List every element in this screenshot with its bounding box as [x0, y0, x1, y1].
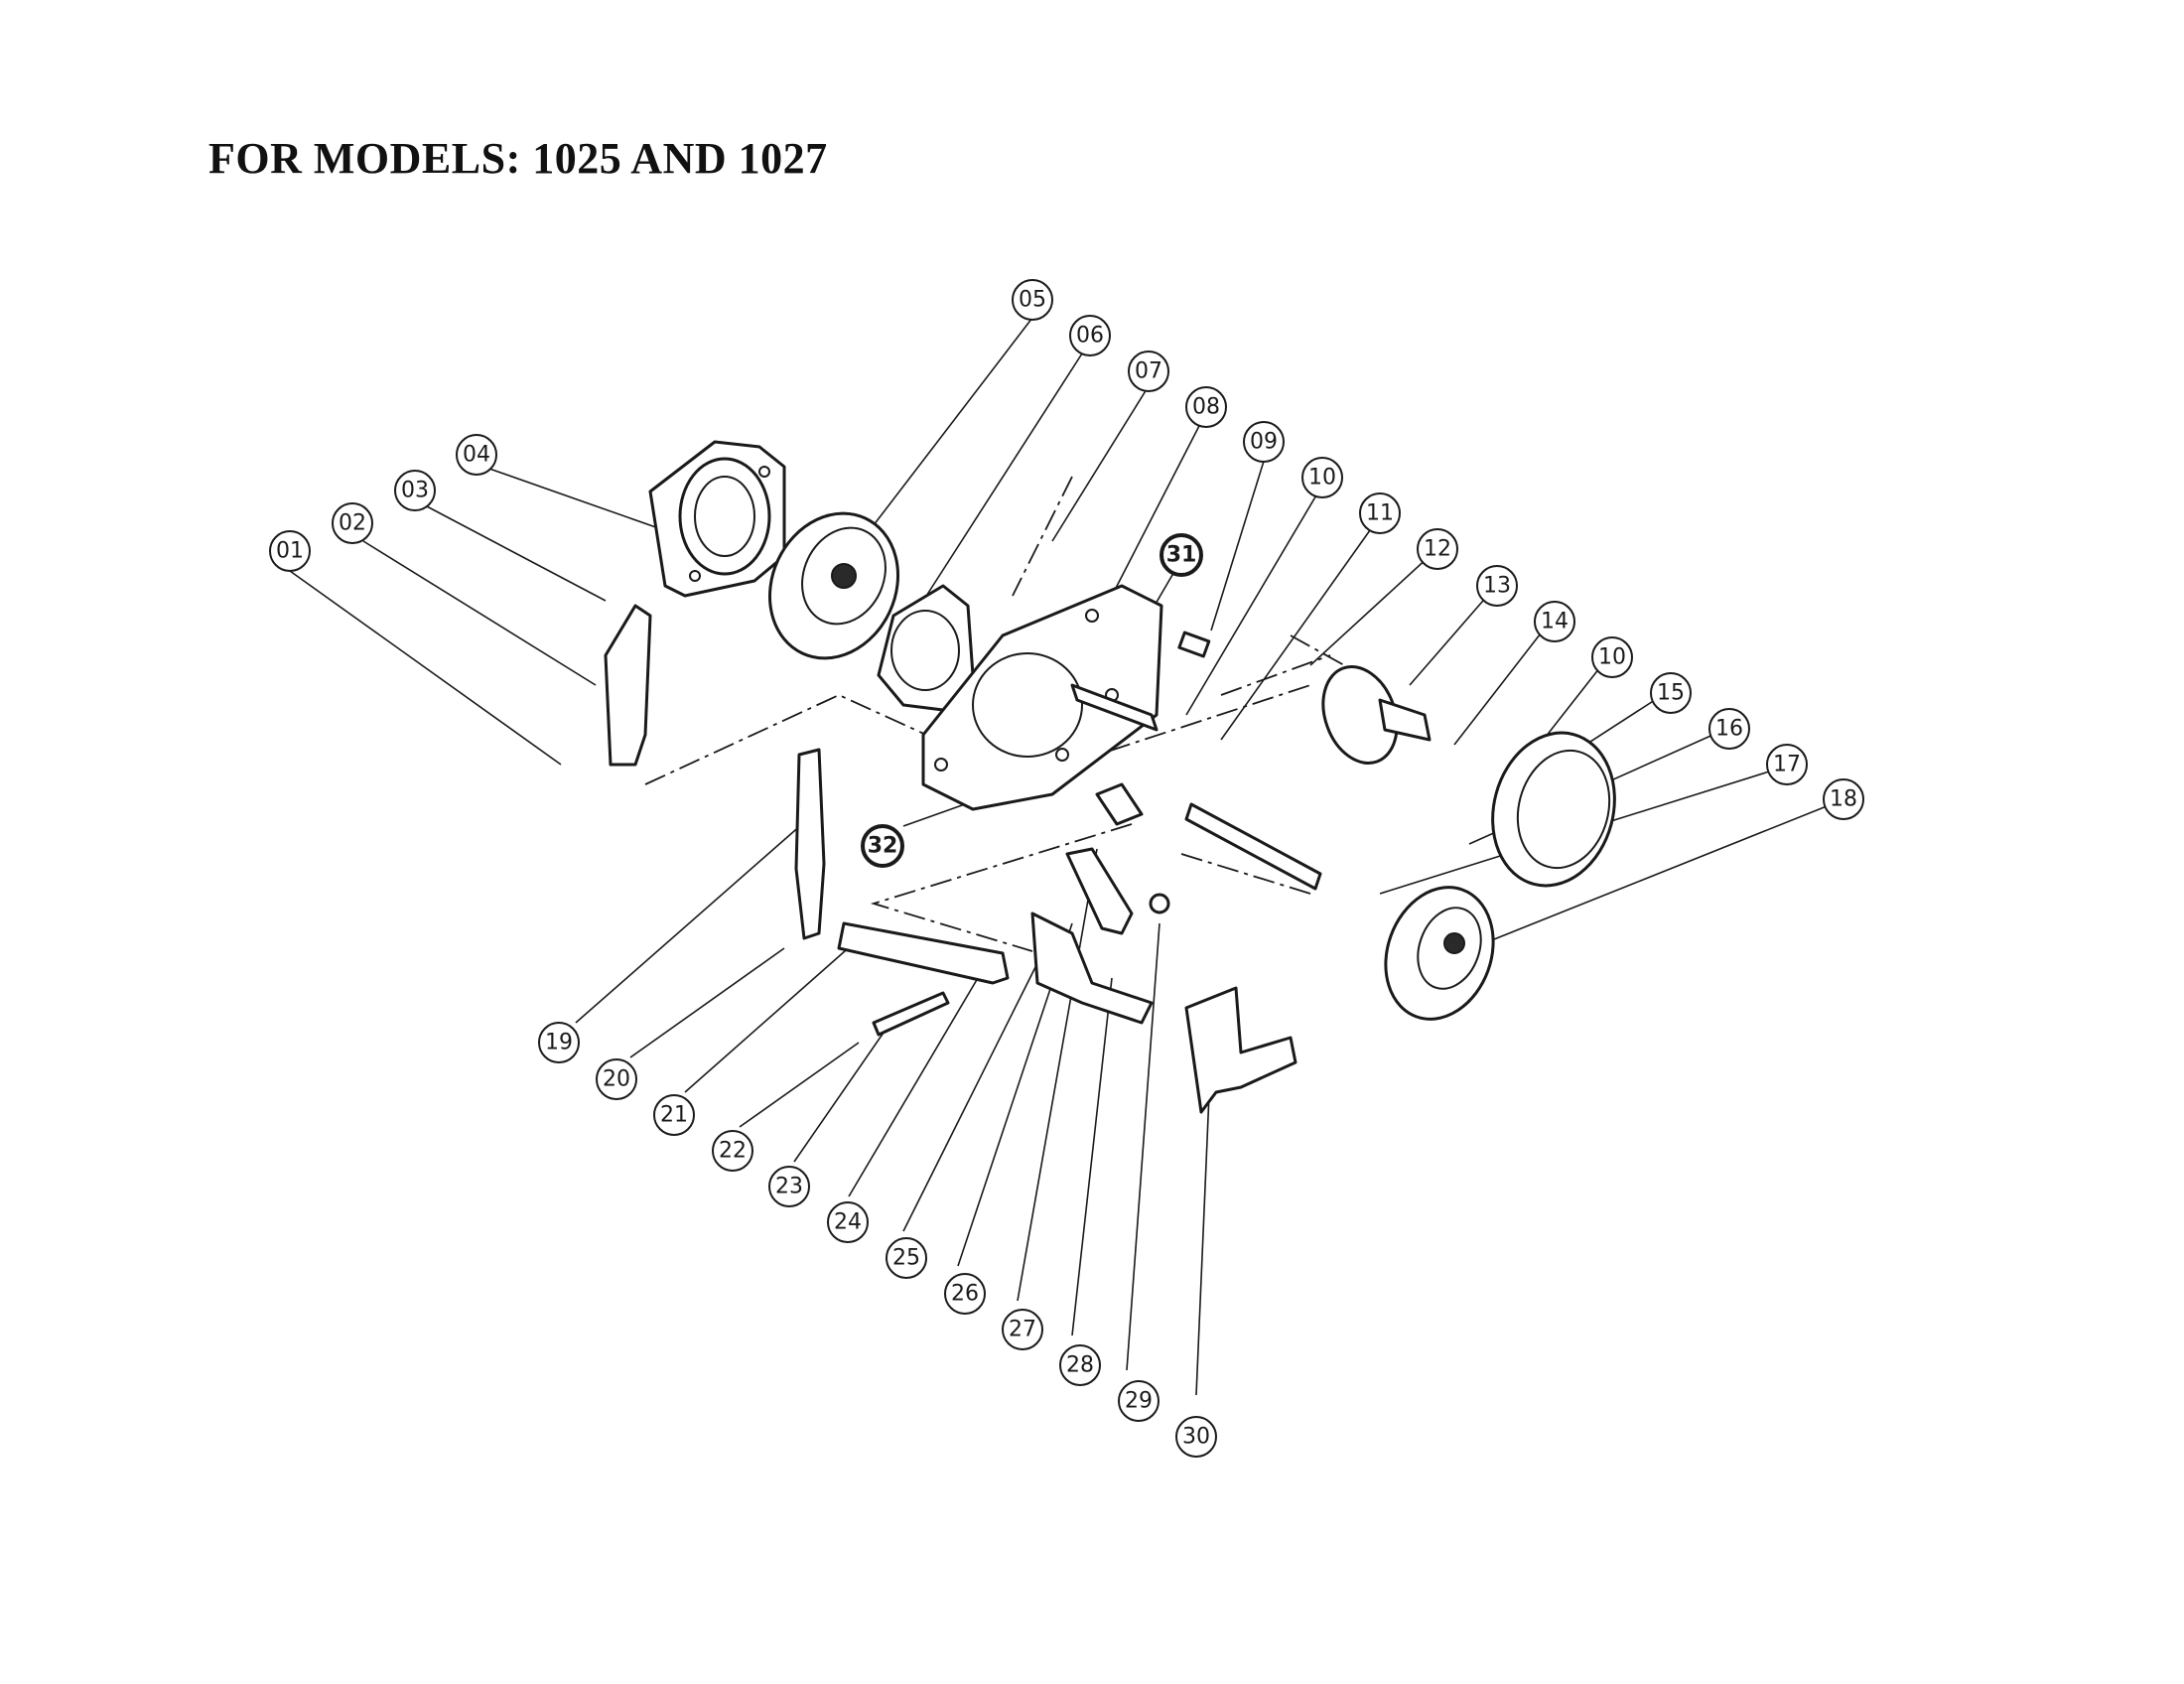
part-23-pin — [872, 991, 950, 1037]
callout-07-label: 07 — [1135, 359, 1162, 384]
part-05-drum — [767, 511, 900, 660]
callout-05: 05 — [1012, 279, 1053, 321]
callout-26-label: 26 — [951, 1282, 979, 1307]
callout-02: 02 — [332, 502, 373, 544]
callout-14: 14 — [1534, 601, 1575, 642]
callout-17-label: 17 — [1773, 753, 1801, 777]
callout-07: 07 — [1128, 351, 1169, 392]
callout-09-label: 09 — [1250, 430, 1278, 455]
callout-32-label: 32 — [868, 834, 898, 859]
callout-24: 24 — [827, 1201, 869, 1243]
part-11-long-shaft — [1184, 802, 1322, 891]
callout-10a-label: 10 — [1308, 466, 1336, 491]
callout-06-label: 06 — [1076, 324, 1104, 349]
callout-18: 18 — [1823, 778, 1864, 820]
callout-11: 11 — [1359, 492, 1401, 534]
callout-04: 04 — [456, 434, 497, 476]
part-08-shaft — [1070, 683, 1159, 732]
part-26-small-lever — [1065, 847, 1134, 935]
callout-06: 06 — [1069, 315, 1111, 356]
callout-01-label: 01 — [276, 539, 304, 564]
callout-16-label: 16 — [1715, 717, 1743, 742]
part-13-gear — [1321, 665, 1432, 765]
callout-31: 31 — [1160, 533, 1203, 577]
callout-31-label: 31 — [1166, 543, 1197, 568]
callout-27-label: 27 — [1009, 1318, 1036, 1342]
callout-18-label: 18 — [1830, 787, 1857, 812]
callout-20: 20 — [596, 1058, 637, 1100]
callout-23: 23 — [768, 1166, 810, 1207]
callout-15-label: 15 — [1657, 681, 1685, 706]
page-title: FOR MODELS: 1025 AND 1027 — [208, 134, 828, 183]
callout-21: 21 — [653, 1094, 695, 1136]
callout-12: 12 — [1417, 528, 1458, 570]
callout-28: 28 — [1059, 1344, 1101, 1386]
callout-32: 32 — [861, 824, 904, 868]
callout-25-label: 25 — [892, 1246, 920, 1271]
callout-20-label: 20 — [603, 1067, 630, 1092]
callout-22: 22 — [712, 1130, 753, 1172]
callout-05-label: 05 — [1019, 288, 1046, 313]
callout-10b-label: 10 — [1598, 645, 1626, 670]
leader-lines — [289, 317, 1833, 1396]
assembly-centerlines — [644, 476, 1381, 952]
callout-13: 13 — [1476, 565, 1518, 607]
part-02-lever — [604, 604, 652, 767]
callout-08: 08 — [1185, 386, 1227, 428]
callout-30: 30 — [1175, 1416, 1217, 1458]
callout-03: 03 — [394, 470, 436, 511]
callout-23-label: 23 — [775, 1175, 803, 1199]
callout-01: 01 — [269, 530, 311, 572]
callout-21-label: 21 — [660, 1103, 688, 1128]
callout-29-label: 29 — [1125, 1389, 1153, 1414]
callout-13-label: 13 — [1483, 574, 1511, 599]
callout-09: 09 — [1243, 421, 1285, 463]
callout-11-label: 11 — [1366, 501, 1394, 526]
part-07-main-plate — [921, 584, 1163, 811]
part-28-spring — [1095, 782, 1144, 826]
callout-17: 17 — [1766, 744, 1808, 785]
callout-10b: 10 — [1591, 636, 1633, 678]
part-30-pedal — [1184, 986, 1297, 1114]
callout-03-label: 03 — [401, 479, 429, 503]
callout-10a: 10 — [1301, 457, 1343, 498]
part-18-spool — [1384, 886, 1495, 1021]
part-19-link — [794, 748, 826, 940]
callout-15: 15 — [1650, 672, 1692, 714]
callout-12-label: 12 — [1424, 537, 1451, 562]
callout-22-label: 22 — [719, 1139, 747, 1164]
callout-25: 25 — [886, 1237, 927, 1279]
part-16-ratchet-wheel — [1491, 731, 1616, 888]
part-21-bar — [837, 921, 1010, 985]
callout-16: 16 — [1708, 708, 1750, 750]
callout-04-label: 04 — [463, 443, 490, 468]
callout-26: 26 — [944, 1273, 986, 1315]
part-29-screw — [1149, 893, 1170, 914]
callout-27: 27 — [1002, 1309, 1043, 1350]
callout-24-label: 24 — [834, 1210, 862, 1235]
callout-28-label: 28 — [1066, 1353, 1094, 1378]
part-25-bracket — [1030, 912, 1154, 1025]
callouts: 01 02 03 04 05 06 07 08 09 10 11 — [269, 279, 1864, 1458]
callout-02-label: 02 — [339, 511, 366, 536]
callout-08-label: 08 — [1192, 395, 1220, 420]
callout-19-label: 19 — [545, 1031, 573, 1055]
part-04-housing — [648, 440, 786, 598]
callout-14-label: 14 — [1541, 610, 1569, 634]
callout-19: 19 — [538, 1022, 580, 1063]
callout-30-label: 30 — [1182, 1425, 1210, 1450]
callout-29: 29 — [1118, 1380, 1160, 1422]
part-09-screw — [1177, 631, 1211, 658]
